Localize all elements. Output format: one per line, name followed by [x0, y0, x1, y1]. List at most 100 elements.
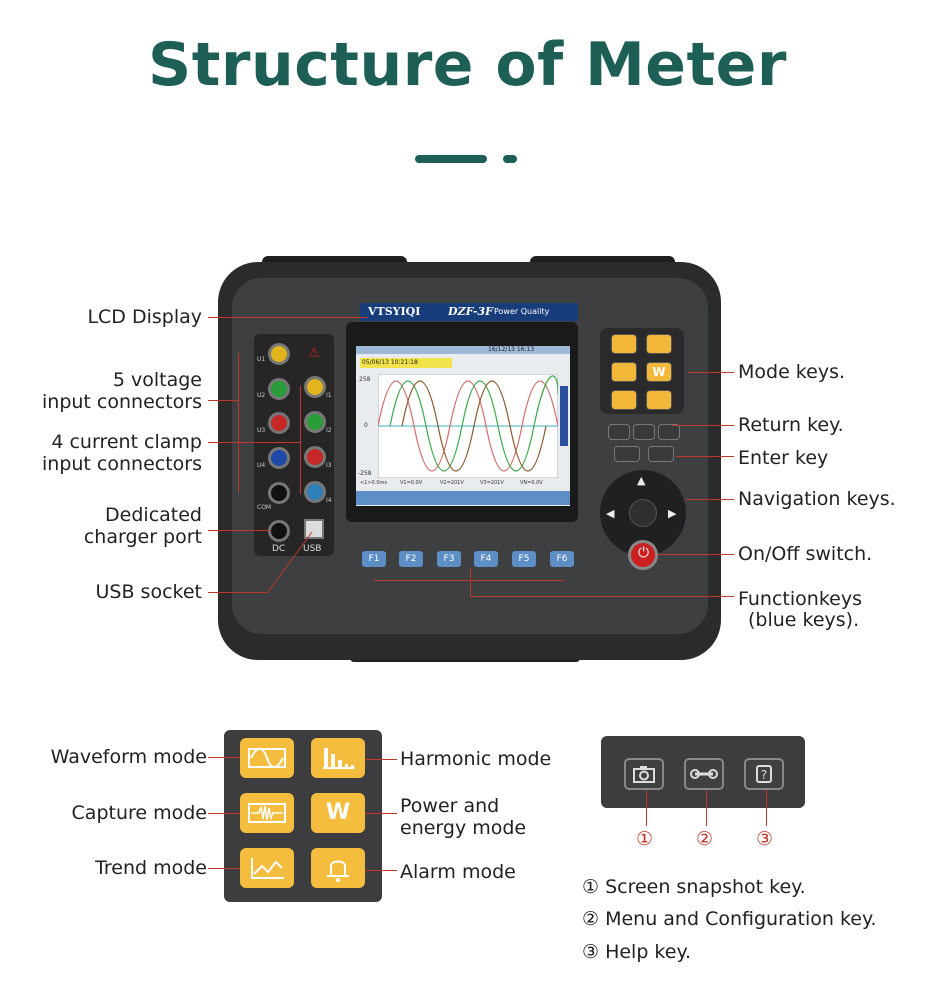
legend-snapshot: ① Screen snapshot key.	[582, 876, 806, 898]
label-navigation-keys: Navigation keys.	[738, 488, 896, 510]
waveform-icon	[248, 748, 286, 768]
alarm-bell-icon	[327, 860, 349, 882]
nav-center[interactable]	[629, 499, 657, 527]
waveform-key[interactable]	[240, 738, 294, 778]
lcd-date-right: 16/12/13 16:13	[488, 346, 535, 353]
leader-voltage	[208, 400, 238, 401]
jack-u4[interactable]	[268, 447, 290, 469]
device-enter-key[interactable]	[648, 446, 674, 462]
label-voltage-2: input connectors	[42, 391, 202, 413]
lcd-y-mid: 0	[364, 422, 368, 429]
jack-i1[interactable]	[304, 376, 326, 398]
device-trend-key[interactable]	[611, 390, 637, 410]
lcd-footer: <1>0.0ms V1=0.0V V2=201V V3=201V VN=0.0V	[356, 480, 570, 490]
label-harmonic-mode: Harmonic mode	[400, 748, 552, 770]
leader-enter	[676, 456, 734, 457]
device-menu-key[interactable]	[633, 424, 655, 440]
label-function-1: Functionkeys	[738, 588, 862, 610]
lcd-footer-1: V1=0.0V	[400, 480, 423, 486]
leader-function-drop	[470, 568, 471, 596]
capture-key[interactable]	[240, 793, 294, 833]
power-icon: ⏻	[638, 545, 650, 561]
leader-lcd	[208, 317, 368, 318]
jack-u1[interactable]	[268, 343, 290, 365]
device-waveform-key[interactable]	[611, 334, 637, 354]
fkey-1[interactable]: F1	[362, 551, 386, 567]
aux-number-3: ③	[756, 828, 774, 850]
harmonic-key[interactable]	[311, 738, 365, 778]
lcd-y-bot: -258	[358, 470, 372, 477]
leader-navigation	[686, 499, 734, 500]
title-underline	[415, 155, 487, 163]
lcd-softkeys	[356, 491, 570, 505]
jack-i2[interactable]	[304, 411, 326, 433]
leader-onoff	[658, 554, 734, 555]
label-alarm-mode: Alarm mode	[400, 861, 516, 883]
fkey-2[interactable]: F2	[399, 551, 423, 567]
leader-alarm	[365, 870, 397, 871]
lcd-date: 05/06/13 10:21:18	[362, 359, 418, 366]
jack-label-i2: I2	[326, 427, 332, 434]
device-harmonic-key[interactable]	[646, 334, 672, 354]
device-snapshot-key[interactable]	[608, 424, 630, 440]
legend-menu: ② Menu and Configuration key.	[582, 908, 877, 930]
jack-label-u2: U2	[257, 392, 266, 399]
model-name: DZF-3F	[448, 305, 493, 318]
jack-label-com: COM	[257, 504, 272, 511]
help-key[interactable]: ?	[744, 758, 784, 790]
fkey-5[interactable]: F5	[512, 551, 536, 567]
leader-waveform	[208, 757, 240, 758]
label-power-mode-2: energy mode	[400, 817, 527, 839]
fkey-4[interactable]: F4	[474, 551, 498, 567]
lcd-topbar	[356, 346, 570, 354]
device-power-key[interactable]: W	[646, 362, 672, 382]
label-function-2: (blue keys).	[748, 609, 860, 631]
snapshot-key[interactable]	[624, 758, 664, 790]
jack-i3[interactable]	[304, 446, 326, 468]
alarm-key[interactable]	[311, 848, 365, 888]
w-glyph: W	[325, 800, 351, 825]
nav-up-icon[interactable]: ▲	[637, 474, 646, 487]
usb-port[interactable]	[304, 519, 324, 539]
jack-u2[interactable]	[268, 378, 290, 400]
device-help-key[interactable]	[658, 424, 680, 440]
device-return-key[interactable]	[614, 446, 640, 462]
leader-power	[365, 813, 397, 814]
label-usb-socket: USB socket	[95, 581, 202, 603]
nav-left-icon[interactable]: ◀	[606, 507, 615, 520]
jack-u3[interactable]	[268, 412, 290, 434]
jack-i4[interactable]	[304, 481, 326, 503]
fkey-3[interactable]: F3	[437, 551, 461, 567]
leader-aux-1	[646, 790, 647, 826]
trend-key[interactable]	[240, 848, 294, 888]
jack-label-u3: U3	[257, 427, 266, 434]
lcd-screen: 16/12/13 16:13 05/06/13 10:21:18 258 0 -…	[356, 346, 570, 506]
device-capture-key[interactable]	[611, 362, 637, 382]
nav-right-icon[interactable]: ▶	[668, 507, 677, 520]
jack-label-i1: I1	[326, 392, 332, 399]
label-trend-mode: Trend mode	[95, 857, 207, 879]
jack-label-dc: DC	[272, 544, 286, 554]
jack-label-usb: USB	[303, 544, 322, 554]
label-mode-keys: Mode keys.	[738, 361, 846, 383]
lcd-footer-0: <1>0.0ms	[360, 480, 387, 486]
device-alarm-key[interactable]	[646, 390, 672, 410]
fkey-6[interactable]: F6	[550, 551, 574, 567]
lcd-footer-4: VN=0.0V	[520, 480, 543, 486]
jack-dc[interactable]	[268, 520, 290, 542]
leader-harmonic	[365, 759, 397, 760]
jack-label-i4: I4	[326, 497, 332, 504]
leader-usb	[208, 592, 268, 593]
label-charger-1: Dedicated	[105, 504, 202, 526]
lcd-waveform	[378, 374, 558, 478]
harmonic-icon	[323, 748, 355, 769]
leader-return	[672, 425, 734, 426]
power-switch[interactable]: ⏻	[628, 540, 658, 570]
power-energy-key[interactable]: W	[311, 793, 365, 833]
menu-config-key[interactable]	[684, 758, 724, 790]
brand-name: VTSYIQI	[368, 305, 421, 318]
leader-trend	[208, 868, 240, 869]
camera-icon	[633, 766, 655, 783]
leader-current	[208, 442, 300, 443]
jack-com[interactable]	[268, 482, 290, 504]
